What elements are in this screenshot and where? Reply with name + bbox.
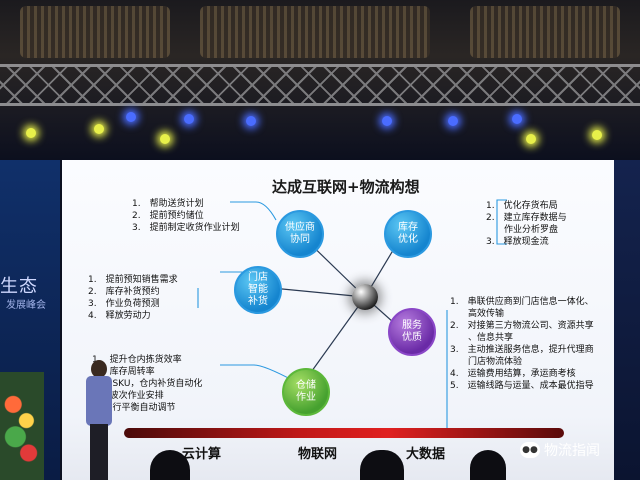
list-item: 4. 波次作业安排: [92, 391, 164, 401]
speaker-head: [91, 360, 107, 378]
list-item: 1. 提前预知销售需求: [88, 275, 178, 285]
stage-light: [526, 134, 536, 144]
list-item: 3. 释放现金流: [486, 237, 549, 247]
list-item: 、信息共享: [450, 333, 514, 343]
watermark: ●● 物流指闻: [520, 440, 600, 460]
node-store: 门店 智能 补货: [234, 266, 282, 314]
tech-label: 物联网: [298, 447, 338, 462]
red-divider-bar: [124, 428, 564, 438]
wechat-icon: ●●: [520, 442, 540, 458]
node-warehouse: 仓储 作业: [282, 368, 330, 416]
node-label: 服务 优质: [402, 320, 422, 343]
projection-screen: 达成互联网+物流构想 1. 帮助送货计划 2. 提前预约储位 3. 提前制定收货…: [62, 160, 614, 480]
stage-left-subtext: 发展峰会: [6, 300, 46, 311]
list-item: 3. 主动推送服务信息，提升代理商: [450, 345, 594, 355]
stage-light: [382, 116, 392, 126]
stage-left-text: 生态: [0, 276, 38, 297]
watermark-text: 物流指闻: [544, 443, 600, 459]
audience-silhouette: [360, 450, 404, 480]
stage-light: [512, 114, 522, 124]
list-item: 4. 释放劳动力: [88, 311, 151, 321]
stage-light: [126, 112, 136, 122]
node-label: 门店 智能 补货: [248, 272, 268, 307]
node-label: 仓储 作业: [296, 380, 316, 403]
slide-title: 达成互联网+物流构想: [272, 178, 420, 196]
stage-light: [94, 124, 104, 134]
list-item: 3. 作业负荷预测: [88, 299, 160, 309]
node-inventory: 库存 优化: [384, 210, 432, 258]
chandelier-right: [470, 6, 620, 58]
list-item: 2. 库存补货预约: [88, 287, 160, 297]
list-item: 高效传输: [450, 309, 505, 319]
list-item: 1. 优化存货布局: [486, 201, 558, 211]
supplier-list: 1. 帮助送货计划 2. 提前预约储位 3. 提前制定收货作业计划: [132, 198, 240, 234]
chandelier-left: [20, 6, 170, 58]
inventory-list: 1. 优化存货布局 2. 建立库存数据与 作业分析罗盘 3. 释放现金流: [486, 200, 567, 248]
node-service: 服务 优质: [388, 308, 436, 356]
list-item: 门店物流体验: [450, 357, 523, 367]
node-supplier: 供应商 协同: [276, 210, 324, 258]
store-list: 1. 提前预知销售需求 2. 库存补货预约 3. 作业负荷预测 4. 释放劳动力: [88, 274, 178, 322]
speaker-legs: [90, 424, 108, 480]
list-item: 作业分析罗盘: [486, 225, 559, 235]
list-item: 4. 运输费用结算，承运商考核: [450, 369, 576, 379]
stage-light: [448, 116, 458, 126]
stage-light: [246, 116, 256, 126]
flower-arrangement: [0, 372, 44, 480]
speaker-figure: [84, 360, 114, 480]
stage-light: [592, 130, 602, 140]
list-item: 1. 帮助送货计划: [132, 199, 204, 209]
stage-light: [184, 114, 194, 124]
node-label: 供应商 协同: [285, 222, 315, 245]
list-item: 5. 运输线路与运量、成本最优指导: [450, 381, 594, 391]
list-item: 2. 建立库存数据与: [486, 213, 567, 223]
stage-light: [160, 134, 170, 144]
node-label: 库存 优化: [398, 222, 418, 245]
tech-label: 云计算: [182, 447, 222, 462]
list-item: 2. 库存周转率: [92, 367, 155, 377]
list-item: 3. SKU，仓内补货自动化: [92, 379, 203, 389]
service-list: 1. 串联供应商到门店信息一体化、 高效传输 2. 对接第三方物流公司、资源共享…: [450, 296, 594, 392]
hub-sphere: [352, 284, 378, 310]
tech-label: 大数据: [406, 447, 446, 462]
list-item: 1. 提升仓内拣货效率: [92, 355, 182, 365]
speaker-body: [86, 376, 112, 426]
audience-silhouette: [470, 450, 506, 480]
chandelier-center: [200, 6, 430, 58]
list-item: 5. 行平衡自动调节: [92, 403, 176, 413]
lighting-truss: [0, 64, 640, 106]
list-item: 2. 提前预约储位: [132, 211, 204, 221]
list-item: 1. 串联供应商到门店信息一体化、: [450, 297, 594, 307]
list-item: 2. 对接第三方物流公司、资源共享: [450, 321, 594, 331]
stage-light: [26, 128, 36, 138]
warehouse-list: 1. 提升仓内拣货效率 2. 库存周转率 3. SKU，仓内补货自动化 4. 波…: [92, 354, 202, 414]
list-item: 3. 提前制定收货作业计划: [132, 223, 240, 233]
audience-silhouette: [150, 450, 190, 480]
